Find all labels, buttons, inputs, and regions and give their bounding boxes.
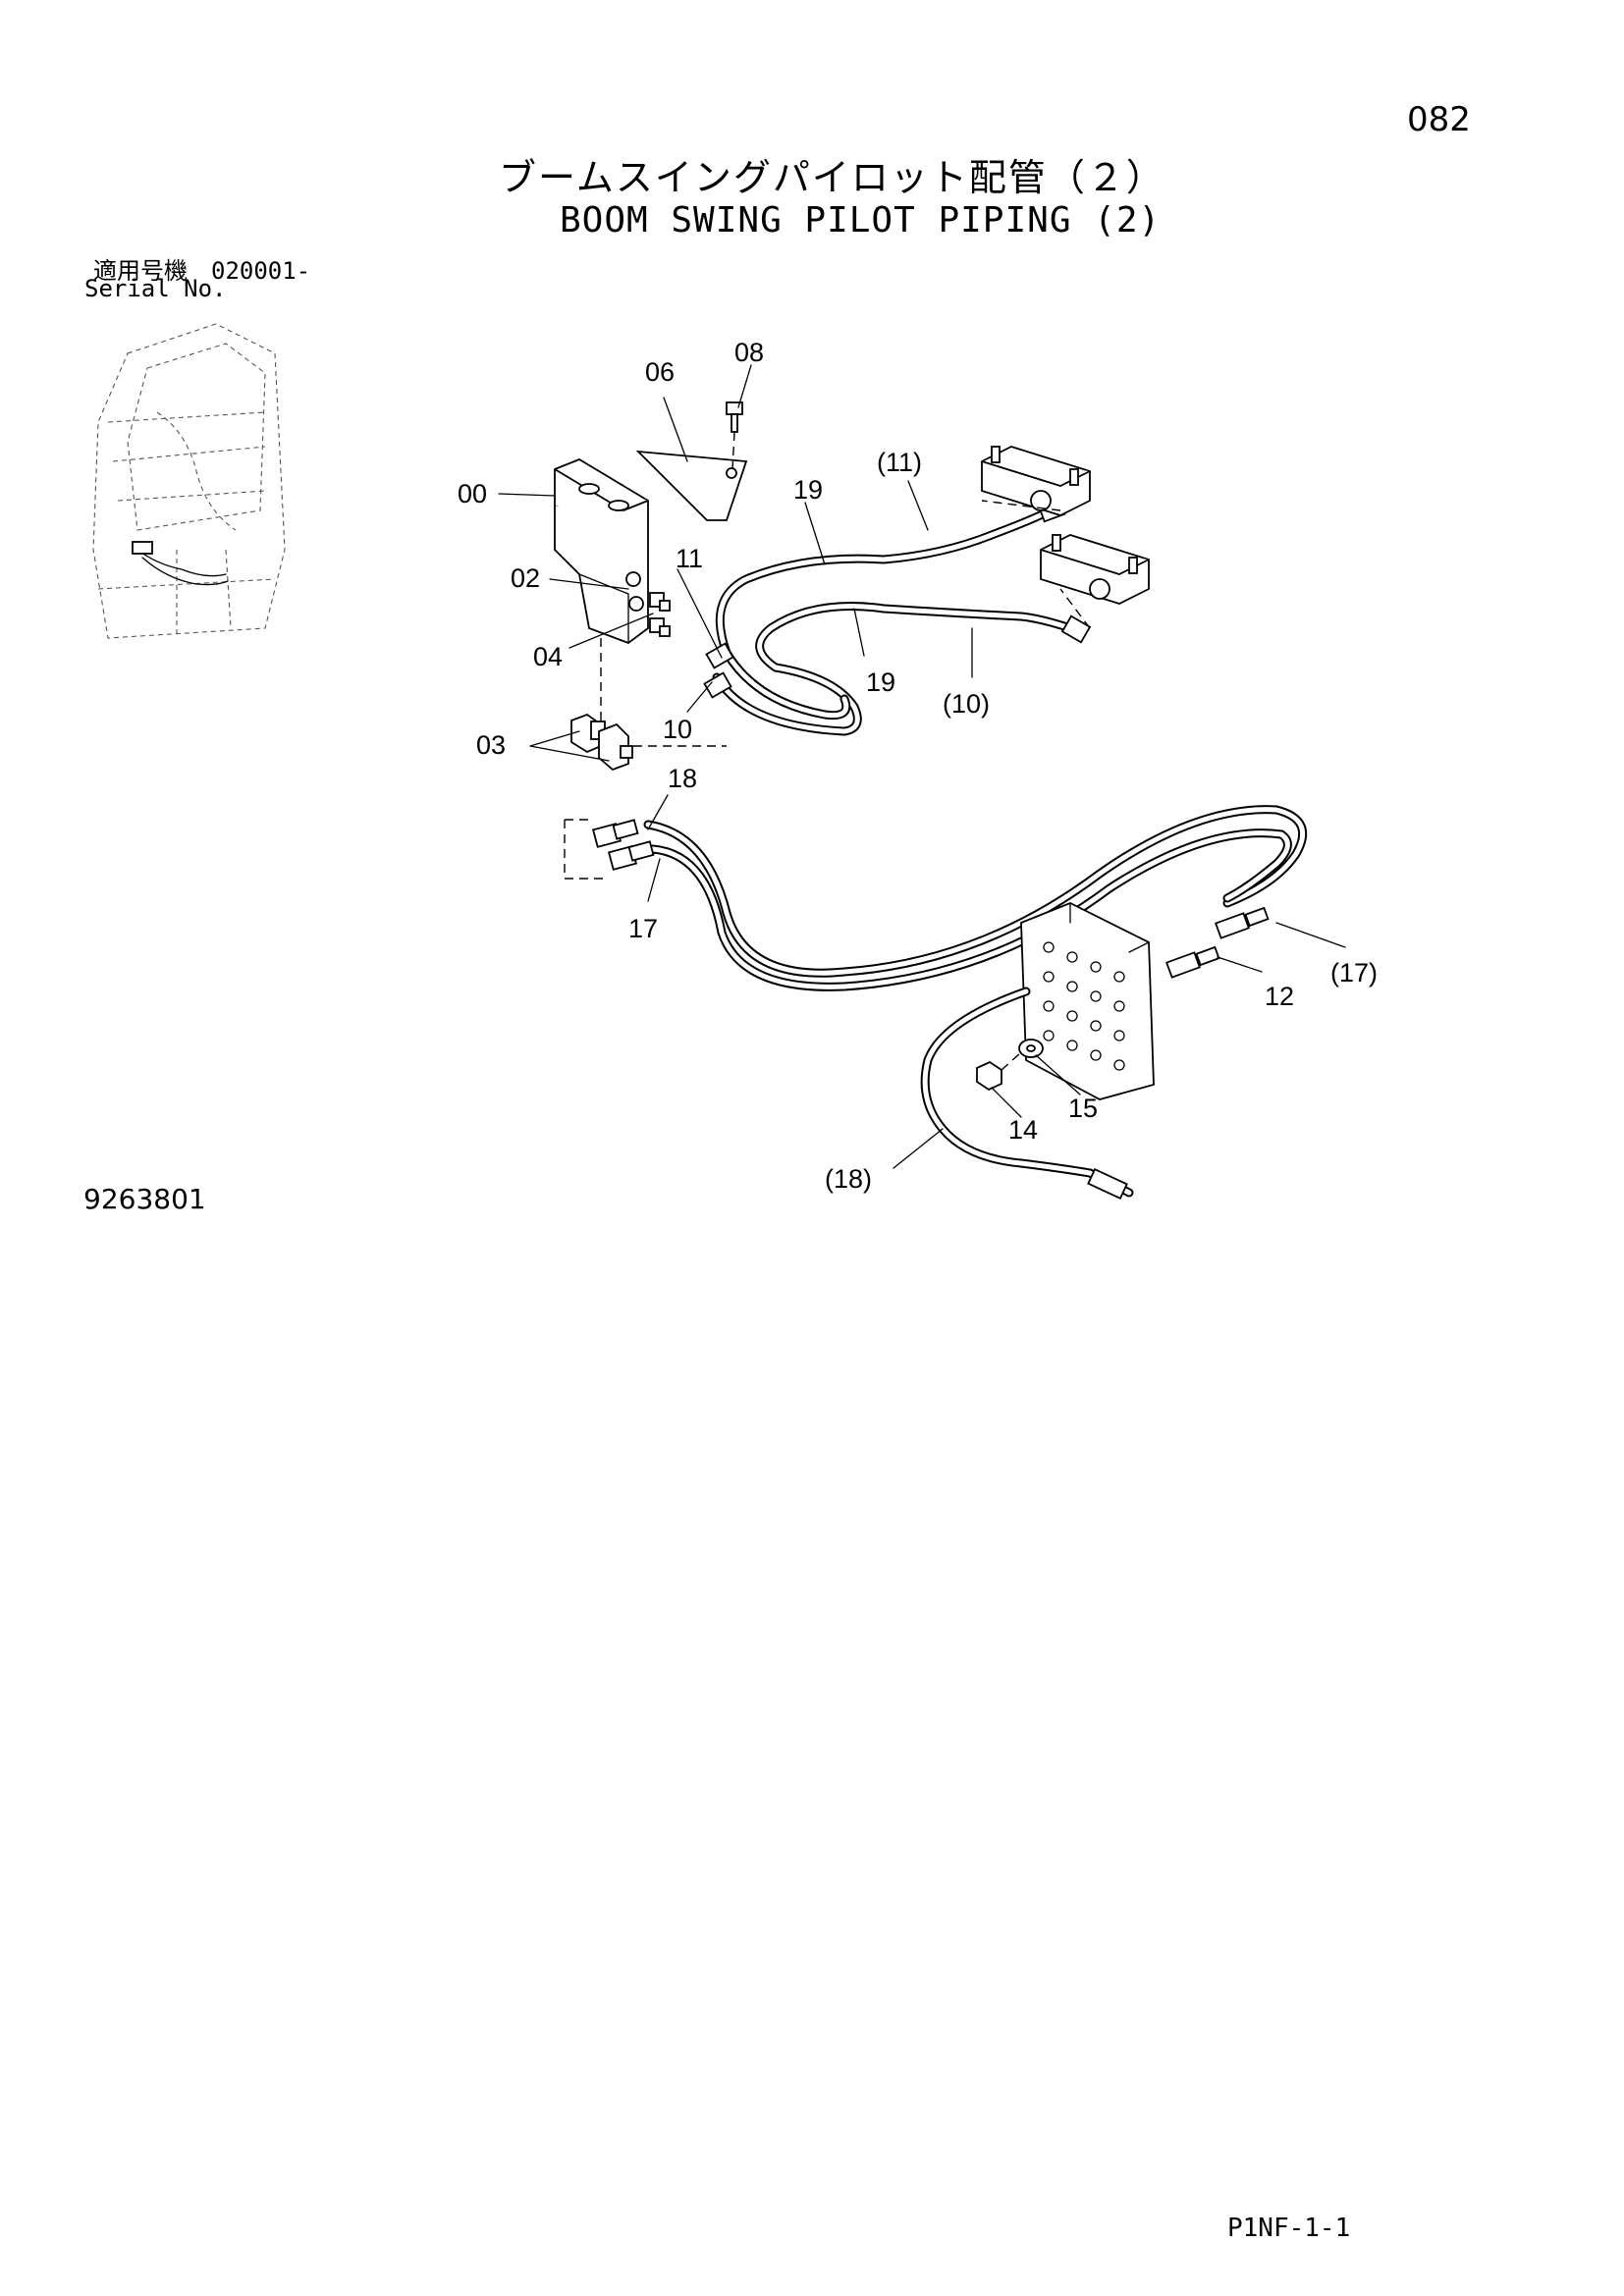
nut-14 [976, 1060, 1002, 1092]
callout-19-upper: 19 [793, 475, 823, 505]
callout-17-ref: (17) [1330, 958, 1378, 988]
callout-03: 03 [476, 730, 506, 760]
hose-end-connectors-left [591, 819, 655, 871]
title-japanese: ブームスイングパイロット配管（２） [499, 156, 1165, 199]
callout-15: 15 [1068, 1094, 1098, 1123]
serial-label-english: Serial No. [84, 275, 227, 302]
callout-08: 08 [734, 338, 764, 367]
callout-18-ref: (18) [825, 1164, 872, 1194]
callout-12: 12 [1265, 982, 1294, 1011]
callout-10-ref: (10) [943, 689, 990, 719]
elbows-03 [570, 713, 633, 772]
title-english: BOOM SWING PILOT PIPING (2) [560, 200, 1162, 240]
hose-connectors-10-11 [703, 496, 1092, 699]
serial-label-japanese: 適用号機 020001- [93, 257, 311, 285]
callout-17: 17 [628, 914, 658, 943]
sheet-code: P1NF-1-1 [1227, 2214, 1351, 2243]
drawing-number: 9263801 [83, 1183, 206, 1215]
callout-02: 02 [511, 563, 540, 593]
callout-00: 00 [458, 479, 487, 508]
location-thumbnail [92, 323, 286, 639]
callout-18: 18 [668, 764, 697, 793]
callout-10: 10 [663, 715, 692, 744]
callout-11: 11 [676, 544, 703, 573]
pedal-bracket-lower [1040, 534, 1150, 605]
callout-19-lower: 19 [866, 667, 895, 697]
callout-14: 14 [1008, 1115, 1038, 1145]
bulkhead-fittings-12 [1165, 906, 1270, 979]
callout-11-ref: (11) [877, 448, 922, 477]
callout-04: 04 [533, 642, 563, 671]
leader-lines [498, 364, 1346, 1169]
upper-hoses-19 [712, 506, 1075, 736]
pedal-bracket-upper [981, 446, 1091, 516]
callout-06: 06 [645, 357, 675, 387]
page-number: 082 [1407, 100, 1471, 139]
callout-labels: 00 02 03 04 06 08 10 (10) 11 (11) 12 14 … [458, 338, 1378, 1194]
perforated-mounting-plate [1020, 902, 1155, 1100]
fittings-02-04 [649, 592, 671, 637]
bracket-06 [635, 450, 748, 521]
pilot-valve-00 [554, 457, 649, 645]
